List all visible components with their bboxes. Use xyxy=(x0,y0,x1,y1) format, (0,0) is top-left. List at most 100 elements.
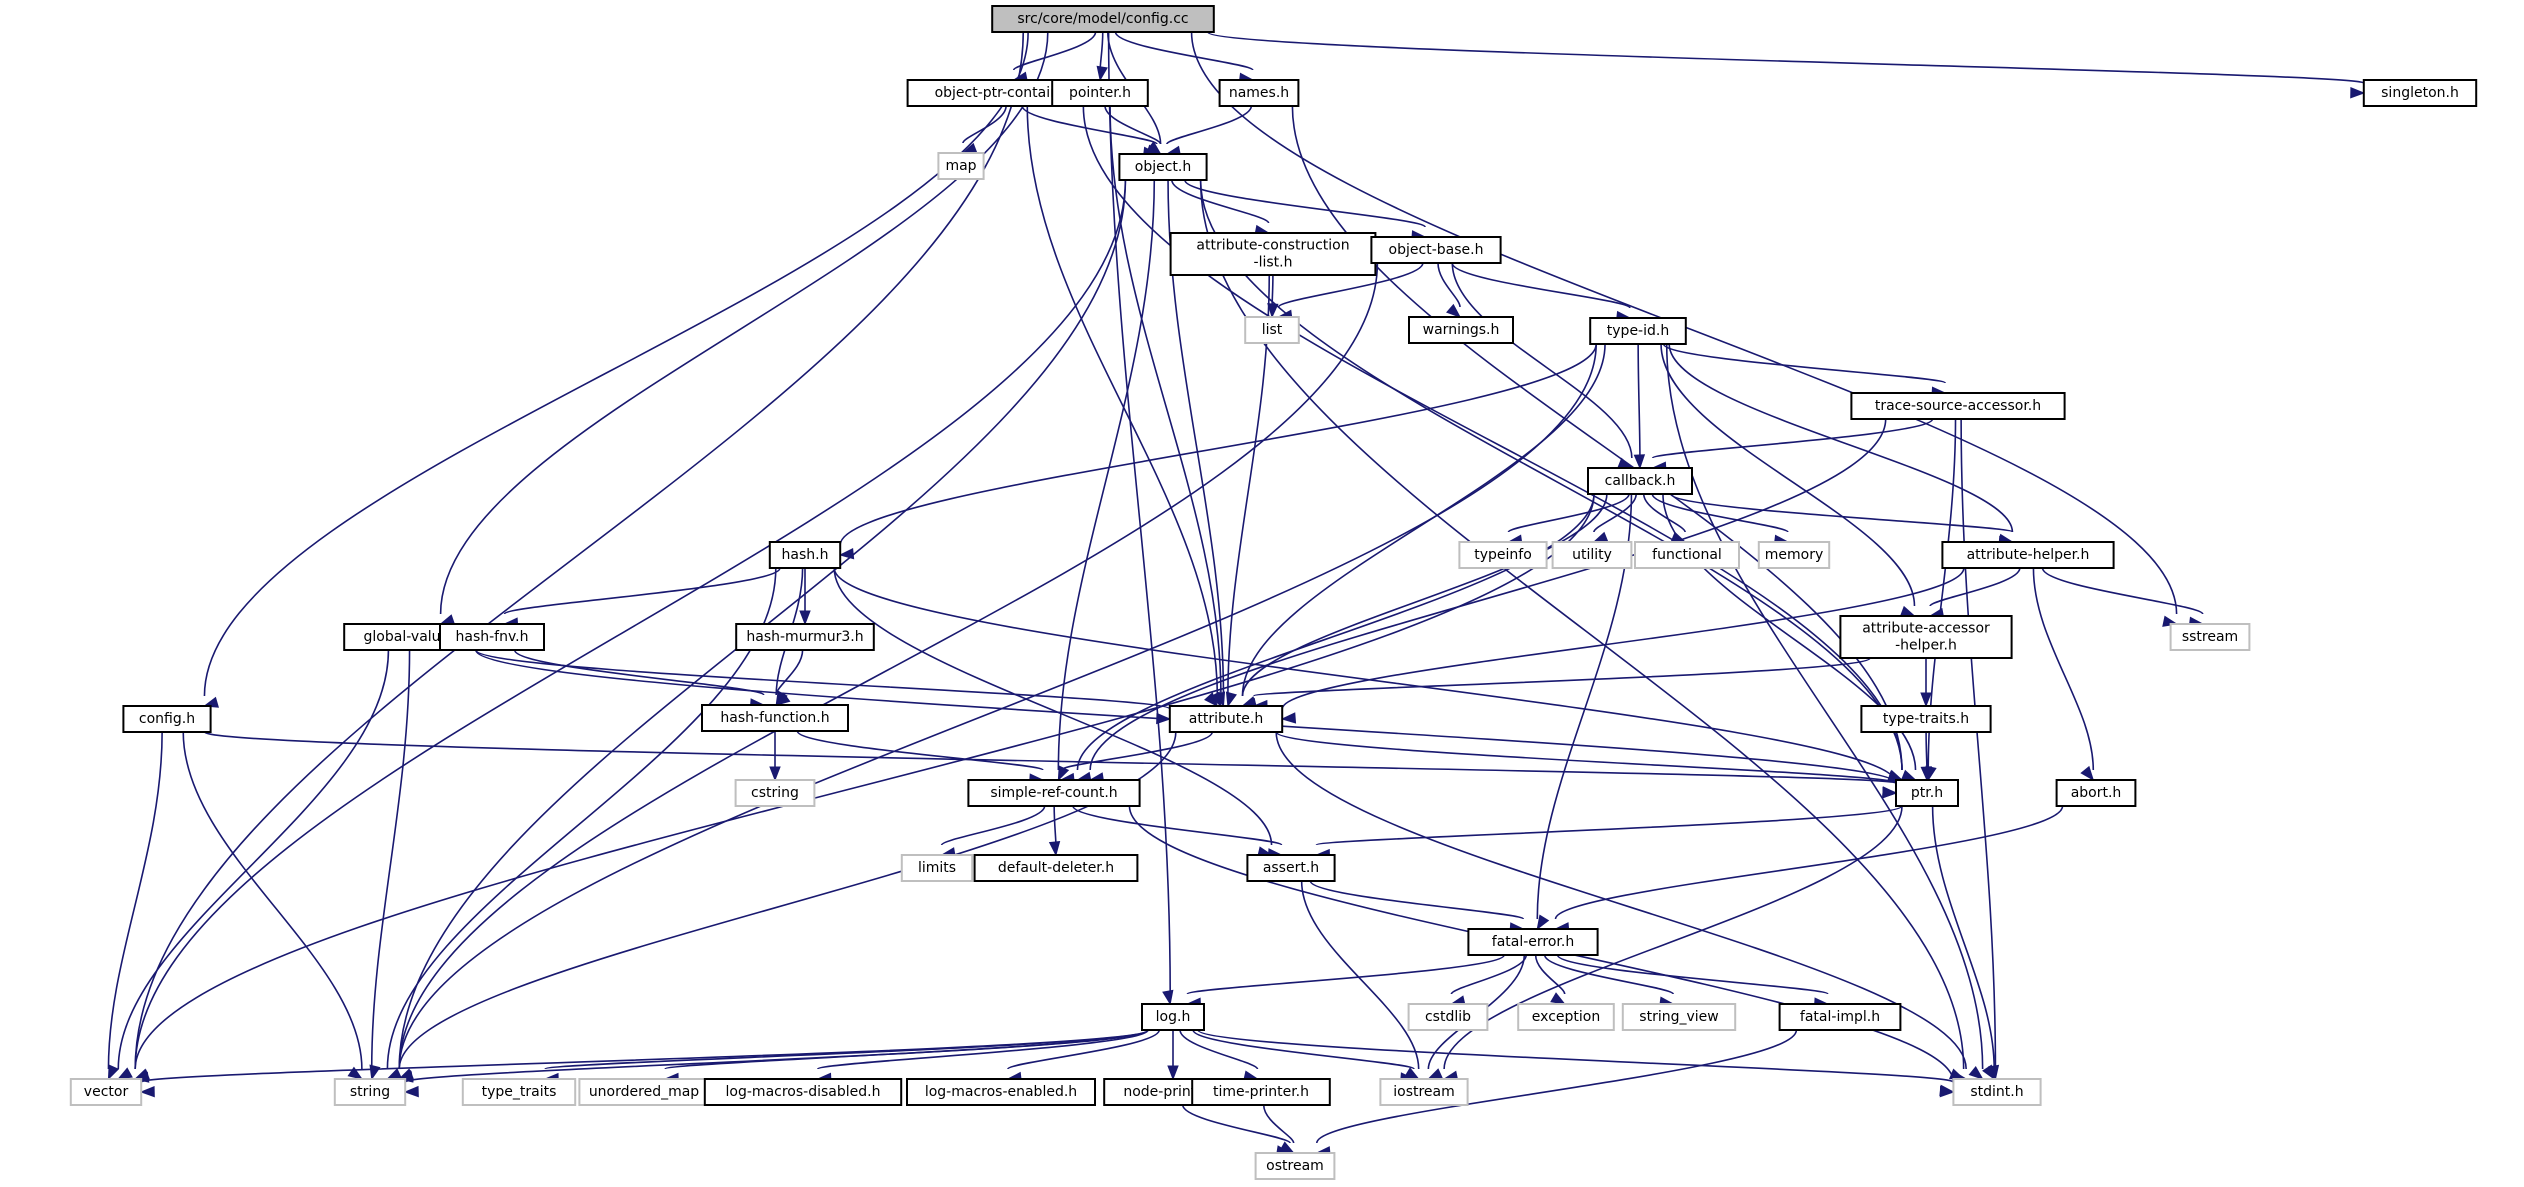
node-label: config.h xyxy=(139,711,195,727)
node-abort-h[interactable]: abort.h xyxy=(2055,779,2137,807)
arrowhead-type_id_h-to-callback_h xyxy=(1633,454,1646,470)
edge-type_id_h-to-attribute_helper_h xyxy=(1668,343,2014,533)
edge-hash_h-to-ptr_h xyxy=(833,567,1897,784)
node-box xyxy=(1218,79,1300,107)
edge-log_h-to-stdint_h xyxy=(1197,1029,1955,1083)
node-pointer-h[interactable]: pointer.h xyxy=(1051,79,1149,107)
node-callback-h[interactable]: callback.h xyxy=(1587,467,1693,495)
node-ptr-h[interactable]: ptr.h xyxy=(1895,779,1959,807)
node-object-base-h[interactable]: object-base.h xyxy=(1370,236,1502,264)
node-hash-murmur3-h[interactable]: hash-murmur3.h xyxy=(735,623,875,651)
node-label: memory xyxy=(1765,547,1824,563)
node-box xyxy=(1246,854,1336,882)
edge-attribute_construction_list_h-to-list xyxy=(1271,274,1274,308)
node-hash-function-h[interactable]: hash-function.h xyxy=(701,704,849,732)
node-string[interactable]: string xyxy=(333,1078,407,1106)
node-fatal-impl-h[interactable]: fatal-impl.h xyxy=(1778,1003,1902,1031)
edge-fatal_impl_h-to-ostream xyxy=(1316,1029,1798,1144)
arrowhead-attribute_construction_list_h-to-attribute_h xyxy=(1225,691,1237,708)
arrowhead-config_h-to-vector xyxy=(107,1064,120,1081)
node-box xyxy=(2362,79,2478,107)
arrowhead-fatal_error_h-to-exception xyxy=(1550,992,1566,1005)
node-utility[interactable]: utility xyxy=(1551,541,1633,569)
node-hash-fnv-h[interactable]: hash-fnv.h xyxy=(439,623,545,651)
node-singleton-h[interactable]: singleton.h xyxy=(2362,79,2478,107)
node-typeinfo[interactable]: typeinfo xyxy=(1458,541,1548,569)
node-log-h[interactable]: log.h xyxy=(1141,1003,1205,1031)
node-trace-source-accessor-h[interactable]: trace-source-accessor.h xyxy=(1850,392,2066,420)
node-log-macros-enabled-h[interactable]: log-macros-enabled.h xyxy=(906,1078,1096,1106)
node-box xyxy=(1551,541,1633,569)
edges-layer xyxy=(107,31,2366,1158)
node-attribute-helper-h[interactable]: attribute-helper.h xyxy=(1941,541,2115,569)
arrowhead-type_id_h-to-attribute_accessor_helper_h xyxy=(1899,605,1916,617)
node-limits[interactable]: limits xyxy=(900,854,974,882)
node-time-printer-h[interactable]: time-printer.h xyxy=(1191,1078,1331,1106)
node-label: hash-murmur3.h xyxy=(746,629,863,645)
node-type-traits-h[interactable]: type-traits.h xyxy=(1860,705,1992,733)
edge-log_h-to-log_macros_disabled_h xyxy=(817,1029,1149,1070)
edge-object_ptr_container_h-to-object_h xyxy=(1021,105,1158,145)
node-config-cc[interactable]: src/core/model/config.cc xyxy=(991,5,1215,33)
node-names-h[interactable]: names.h xyxy=(1218,79,1300,107)
node-object-h[interactable]: object.h xyxy=(1118,153,1208,181)
node-box xyxy=(1778,1003,1902,1031)
node-assert-h[interactable]: assert.h xyxy=(1246,854,1336,882)
node-warnings-h[interactable]: warnings.h xyxy=(1408,316,1514,344)
edge-config_cc-to-names_h xyxy=(1114,31,1254,71)
node-label: src/core/model/config.cc xyxy=(1017,11,1188,27)
node-label: map xyxy=(945,158,976,174)
arrowhead-log_h-to-vector xyxy=(139,1085,155,1098)
node-attribute-construction-list-h[interactable]: attribute-construction-list.h xyxy=(1169,232,1377,276)
node-hash-h[interactable]: hash.h xyxy=(768,541,842,569)
edge-log_h-to-log_macros_enabled_h xyxy=(1007,1029,1161,1070)
edge-callback_h-to-utility xyxy=(1593,493,1637,533)
node-box xyxy=(1839,615,2013,659)
node-memory[interactable]: memory xyxy=(1757,541,1831,569)
edge-fatal_error_h-to-exception xyxy=(1534,954,1566,995)
node-stdint-h[interactable]: stdint.h xyxy=(1952,1078,2042,1106)
node-label: attribute-helper.h xyxy=(1967,547,2090,563)
node-unordered-map[interactable]: unordered_map xyxy=(578,1078,710,1106)
node-attribute-h[interactable]: attribute.h xyxy=(1168,705,1284,733)
node-sstream[interactable]: sstream xyxy=(2169,623,2251,651)
edge-node_printer_h-to-ostream xyxy=(1181,1104,1291,1144)
node-map[interactable]: map xyxy=(937,152,985,180)
node-ostream[interactable]: ostream xyxy=(1254,1152,1336,1180)
node-attribute-accessor-helper-h[interactable]: attribute-accessor-helper.h xyxy=(1839,615,2013,659)
node-functional[interactable]: functional xyxy=(1634,541,1740,569)
edge-abort_h-to-fatal_error_h xyxy=(1554,805,2064,920)
node-exception[interactable]: exception xyxy=(1517,1003,1615,1031)
node-box xyxy=(1757,541,1831,569)
edge-object_base_h-to-type_id_h xyxy=(1451,262,1631,309)
node-cstring[interactable]: cstring xyxy=(734,779,816,807)
node-iostream[interactable]: iostream xyxy=(1379,1078,1469,1106)
arrowhead-callback_h-to-fatal_error_h xyxy=(1536,914,1550,931)
node-config-h[interactable]: config.h xyxy=(122,705,212,733)
node-vector[interactable]: vector xyxy=(69,1078,143,1106)
arrowhead-config_cc-to-log_h xyxy=(1162,989,1174,1006)
edge-type_id_h-to-string xyxy=(398,343,1597,1070)
node-box xyxy=(333,1078,407,1106)
node-box xyxy=(991,5,1215,33)
arrowhead-attribute_h-to-ptr_h xyxy=(1882,786,1898,799)
node-simple-ref-count-h[interactable]: simple-ref-count.h xyxy=(967,779,1141,807)
node-type-id-h[interactable]: type-id.h xyxy=(1589,317,1687,345)
node-box xyxy=(1952,1078,2042,1106)
arrowhead-type_traits_h-to-ptr_h xyxy=(1920,766,1932,782)
node-type-traits[interactable]: type_traits xyxy=(461,1078,577,1106)
node-list[interactable]: list xyxy=(1244,316,1300,344)
node-log-macros-disabled-h[interactable]: log-macros-disabled.h xyxy=(703,1078,903,1106)
arrowhead-callback_h-to-ptr_h xyxy=(1900,769,1917,781)
edge-trace_source_accessor_h-to-simple_ref_count_h xyxy=(1089,418,1887,771)
node-cstdlib[interactable]: cstdlib xyxy=(1407,1003,1489,1031)
edge-object_base_h-to-callback_h xyxy=(1451,262,1633,459)
node-box xyxy=(1941,541,2115,569)
node-fatal-error-h[interactable]: fatal-error.h xyxy=(1467,928,1599,956)
node-box xyxy=(461,1078,577,1106)
arrowhead-config_cc-to-singleton_h xyxy=(2350,87,2366,99)
node-string-view[interactable]: string_view xyxy=(1621,1003,1737,1031)
node-default-deleter-h[interactable]: default-deleter.h xyxy=(973,854,1139,882)
edge-global_value_h-to-attribute_h xyxy=(475,649,1171,710)
node-label: type-traits.h xyxy=(1883,711,1969,727)
